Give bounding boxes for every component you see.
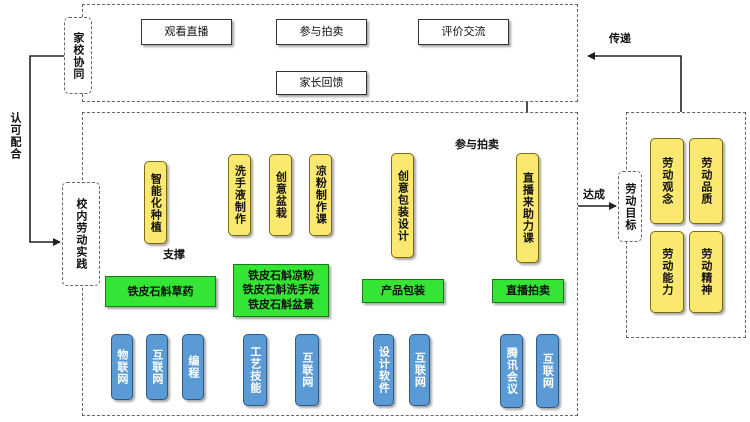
achieve-label: 达成 (583, 188, 605, 201)
review-exchange-box: 评价交流 (418, 19, 509, 45)
labor-ability-box: 劳动能力 (650, 231, 684, 313)
labor-spirit-box: 劳动精神 (689, 231, 723, 313)
goals-label: 劳动目标 (618, 171, 642, 242)
in-school-label: 校内劳动实践 (62, 182, 100, 286)
recognize-cooperate-arrow (29, 55, 64, 246)
creative-bonsai-box: 创意盆栽 (269, 154, 292, 236)
grass-jelly-box: 凉粉制作课 (309, 154, 332, 236)
dendrobium-products-box: 铁皮石斛凉粉 铁皮石斛洗手液 铁皮石斛盆景 (233, 264, 329, 317)
smart-planting-box: 智能化种植 (144, 161, 167, 244)
join-auction-edge-label: 参与拍卖 (455, 138, 499, 151)
transmit-arrow (587, 52, 682, 112)
home-school-label: 家校协同 (64, 17, 92, 94)
watch-live-box: 观看直播 (141, 19, 232, 45)
support-label: 支撑 (163, 248, 185, 261)
recognize-cooperate-label: 认可配合 (9, 112, 22, 160)
programming-box: 编程 (182, 334, 204, 400)
tencent-meeting-box: 腾讯会议 (500, 334, 523, 408)
internet-box-3: 互联网 (409, 334, 430, 406)
labor-concept-box: 劳动观念 (650, 138, 684, 224)
goals-region (626, 112, 746, 338)
internet-box-4: 互联网 (536, 334, 559, 408)
live-help-box: 直播来助力课 (516, 153, 539, 263)
dendrobium-medicine-box: 铁皮石斛草药 (105, 276, 216, 307)
transmit-label: 传递 (609, 32, 631, 45)
hand-sanitizer-box: 洗手液制作 (228, 154, 251, 236)
join-auction-box: 参与拍卖 (276, 19, 367, 45)
labor-quality-box: 劳动品质 (689, 138, 723, 224)
iot-box: 物联网 (111, 334, 133, 400)
creative-packaging-box: 创意包装设计 (391, 153, 414, 258)
design-software-box: 设计软件 (373, 334, 394, 406)
internet-box-2: 互联网 (295, 334, 319, 406)
internet-box-1: 互联网 (146, 334, 168, 400)
craft-skills-box: 工艺技能 (243, 334, 267, 406)
product-packaging-box: 产品包装 (362, 279, 444, 303)
parent-feedback-box: 家长回馈 (276, 71, 367, 95)
live-auction-box: 直播拍卖 (492, 279, 564, 303)
